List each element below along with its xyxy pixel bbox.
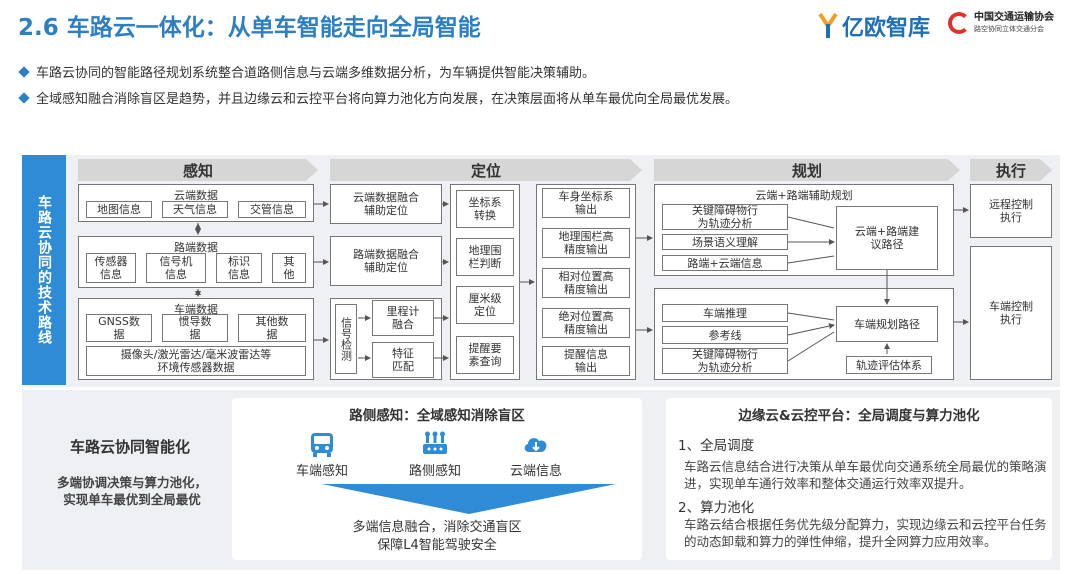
page-title: 2.6 车路云一体化：从单车智能走向全局智能 xyxy=(18,15,481,41)
vehicle-control-box: 车端控制执行 xyxy=(970,246,1052,380)
feature-match-box: 特征匹配 xyxy=(372,342,434,378)
roadside-unit-icon xyxy=(423,431,447,454)
cm-position-box: 厘米级定位 xyxy=(456,286,514,324)
stage-execution: 执行 xyxy=(970,159,1052,181)
vehicle-item-other: 其他数据 xyxy=(238,314,306,342)
output-body-coord: 车身坐标系输出 xyxy=(542,188,630,218)
vehicle-data-title: 车端数据 xyxy=(174,303,218,316)
road-data-title: 路端数据 xyxy=(174,241,218,254)
road-fusion-box: 路端数据融合辅助定位 xyxy=(330,236,442,286)
global-scheduling-text: 车路云信息结合进行决策从单车最优向交通系统全局最优的策略演进，实现单车通行效率和… xyxy=(684,459,1047,491)
stage-planning: 规划 xyxy=(654,159,960,181)
road-item-sensor: 传感器信息 xyxy=(86,253,136,283)
fusion-result-1: 多端信息融合，消除交通盲区 xyxy=(352,520,522,535)
vehicle-perception-label: 车端感知 xyxy=(295,464,348,479)
bullet-2: 全域感知融合消除盲区是趋势，并且边缘云和云控平台将向算力池化方向发展，在决策层面… xyxy=(18,88,739,107)
road-item-other: 其他 xyxy=(272,253,306,283)
cta-logo-line1: 中国交通运输协会 xyxy=(974,12,1054,23)
roadside-perception-card xyxy=(232,398,642,560)
cloud-fusion-box: 云端数据融合辅助定位 xyxy=(330,184,442,224)
bullet-text: 全域感知融合消除盲区是趋势，并且边缘云和云控平台将向算力池化方向发展，在决策层面… xyxy=(36,92,739,107)
cloud-item-map: 地图信息 xyxy=(86,201,152,218)
stage-localization: 定位 xyxy=(330,159,642,181)
road-item-signal: 信号机信息 xyxy=(146,253,206,283)
diagram-side-label: 车路云协同的技术路线 xyxy=(22,155,66,385)
yiou-logo-icon xyxy=(818,12,838,38)
trajectory-eval: 轨迹评估体系 xyxy=(846,356,932,374)
upper-obstacle-analysis: 关键障碍物行为轨迹分析 xyxy=(662,204,788,230)
remote-control-box: 远程控制执行 xyxy=(970,184,1052,238)
road-cloud-info: 路端+云端信息 xyxy=(662,255,788,271)
vehicle-sensors: 摄像头/激光雷达/毫米波雷达等环境传感器数据 xyxy=(86,346,306,376)
stage-perception: 感知 xyxy=(78,159,318,181)
compute-pooling-title: 2、算力池化 xyxy=(678,500,755,516)
vehicle-inference: 车端推理 xyxy=(662,304,788,322)
roadside-card-title: 路侧感知：全域感知消除盲区 xyxy=(349,408,525,424)
odometry-box: 里程计融合 xyxy=(372,300,434,336)
output-relative: 相对位置高精度输出 xyxy=(542,268,630,298)
vehicle-item-ins: 惯导数据 xyxy=(162,314,228,342)
cloud-data-title: 云端数据 xyxy=(174,189,218,202)
cloud-road-suggested-path: 云端+路端建议路径 xyxy=(836,206,938,270)
reference-line: 参考线 xyxy=(662,326,788,344)
lower-obstacle-analysis: 关键障碍物行为轨迹分析 xyxy=(662,348,788,374)
edge-cloud-card-title: 边缘云&云控平台：全局调度与算力池化 xyxy=(738,408,980,424)
bus-icon xyxy=(311,433,333,457)
cloud-item-traffic: 交管信息 xyxy=(238,201,306,218)
roadside-perception-label: 路侧感知 xyxy=(408,464,461,479)
coord-transform-box: 坐标系转换 xyxy=(456,190,514,228)
yiou-logo-text: 亿欧智库 xyxy=(842,16,931,41)
geofence-box: 地理围栏判断 xyxy=(456,238,514,276)
cta-logo-line2: 路空协同立体交通分会 xyxy=(974,25,1044,33)
cloud-download-icon xyxy=(524,438,547,452)
bottom-left-title: 车路云协同智能化 xyxy=(69,438,190,456)
yiou-logo: 亿欧智库 xyxy=(818,10,930,42)
signal-detect-box: 信号检测 xyxy=(335,304,357,374)
cloud-info-label: 云端信息 xyxy=(509,464,562,479)
edge-cloud-card xyxy=(666,398,1052,560)
output-geofence: 地理围栏高精度输出 xyxy=(542,228,630,258)
fusion-result-2: 保障L4智能驾驶安全 xyxy=(377,538,497,553)
global-scheduling-title: 1、全局调度 xyxy=(678,438,755,454)
output-absolute: 绝对位置高精度输出 xyxy=(542,308,630,338)
cta-logo-icon xyxy=(948,12,970,34)
vehicle-planned-path: 车端规划路径 xyxy=(836,306,938,342)
bottom-left-text: 多端协调决策与算力池化，实现单车最优到全局最优 xyxy=(56,475,207,507)
alert-query-box: 提醒要素查询 xyxy=(456,336,514,374)
bullet-1: 车路云协同的智能路径规划系统整合道路侧信息与云端多维数据分析，为车辆提供智能决策… xyxy=(18,62,596,81)
cloud-road-planning-title: 云端+路端辅助规划 xyxy=(755,189,853,202)
vehicle-item-gnss: GNSS数据 xyxy=(86,314,152,342)
scene-semantics: 场景语义理解 xyxy=(662,234,788,250)
road-item-sign: 标识信息 xyxy=(216,253,262,283)
cta-logo: 中国交通运输协会 路空协同立体交通分会 xyxy=(948,12,1054,34)
bullet-text: 车路云协同的智能路径规划系统整合道路侧信息与云端多维数据分析，为车辆提供智能决策… xyxy=(36,66,596,81)
compute-pooling-text: 车路云结合根据任务优先级分配算力，实现边缘云和云控平台任务的动态卸载和算力的弹性… xyxy=(684,517,1047,549)
cloud-item-weather: 天气信息 xyxy=(162,201,228,218)
output-alert: 提醒信息输出 xyxy=(542,346,630,376)
